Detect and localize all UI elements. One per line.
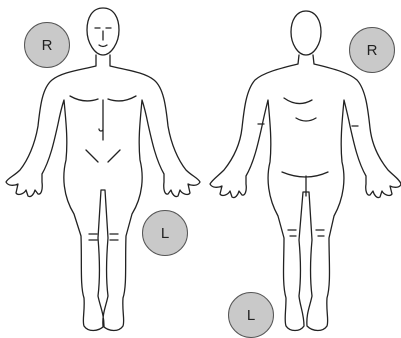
front-torso-details bbox=[70, 96, 136, 240]
back-head bbox=[291, 11, 321, 55]
front-left-marker: L bbox=[142, 210, 188, 256]
back-left-marker: L bbox=[228, 292, 274, 338]
front-face bbox=[95, 28, 111, 47]
front-body-outline bbox=[6, 55, 200, 331]
front-right-marker: R bbox=[24, 22, 70, 68]
back-right-marker: R bbox=[349, 27, 395, 73]
